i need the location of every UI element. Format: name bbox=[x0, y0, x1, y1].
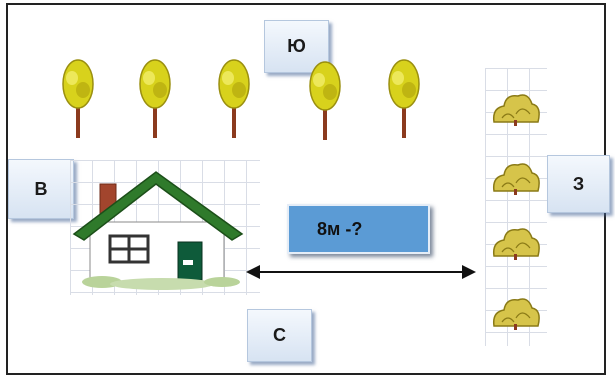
tree-icon bbox=[309, 61, 341, 140]
tree-icon bbox=[218, 59, 250, 138]
distance-question-box: 8м -? bbox=[287, 204, 430, 254]
tree-icon bbox=[139, 59, 171, 138]
label-south: С bbox=[247, 309, 312, 362]
house-icon bbox=[72, 171, 244, 290]
label-west: В bbox=[8, 159, 74, 219]
label-north: Ю bbox=[264, 20, 329, 73]
tree-icon bbox=[388, 59, 420, 138]
tree-icon bbox=[62, 59, 94, 138]
distance-question-text: 8м -? bbox=[317, 218, 363, 239]
label-east: З bbox=[547, 155, 610, 213]
bush-icon bbox=[492, 163, 540, 195]
bush-icon bbox=[492, 228, 540, 260]
double-arrow-icon bbox=[246, 265, 476, 279]
bush-icon bbox=[492, 298, 540, 330]
bush-icon bbox=[492, 94, 540, 126]
